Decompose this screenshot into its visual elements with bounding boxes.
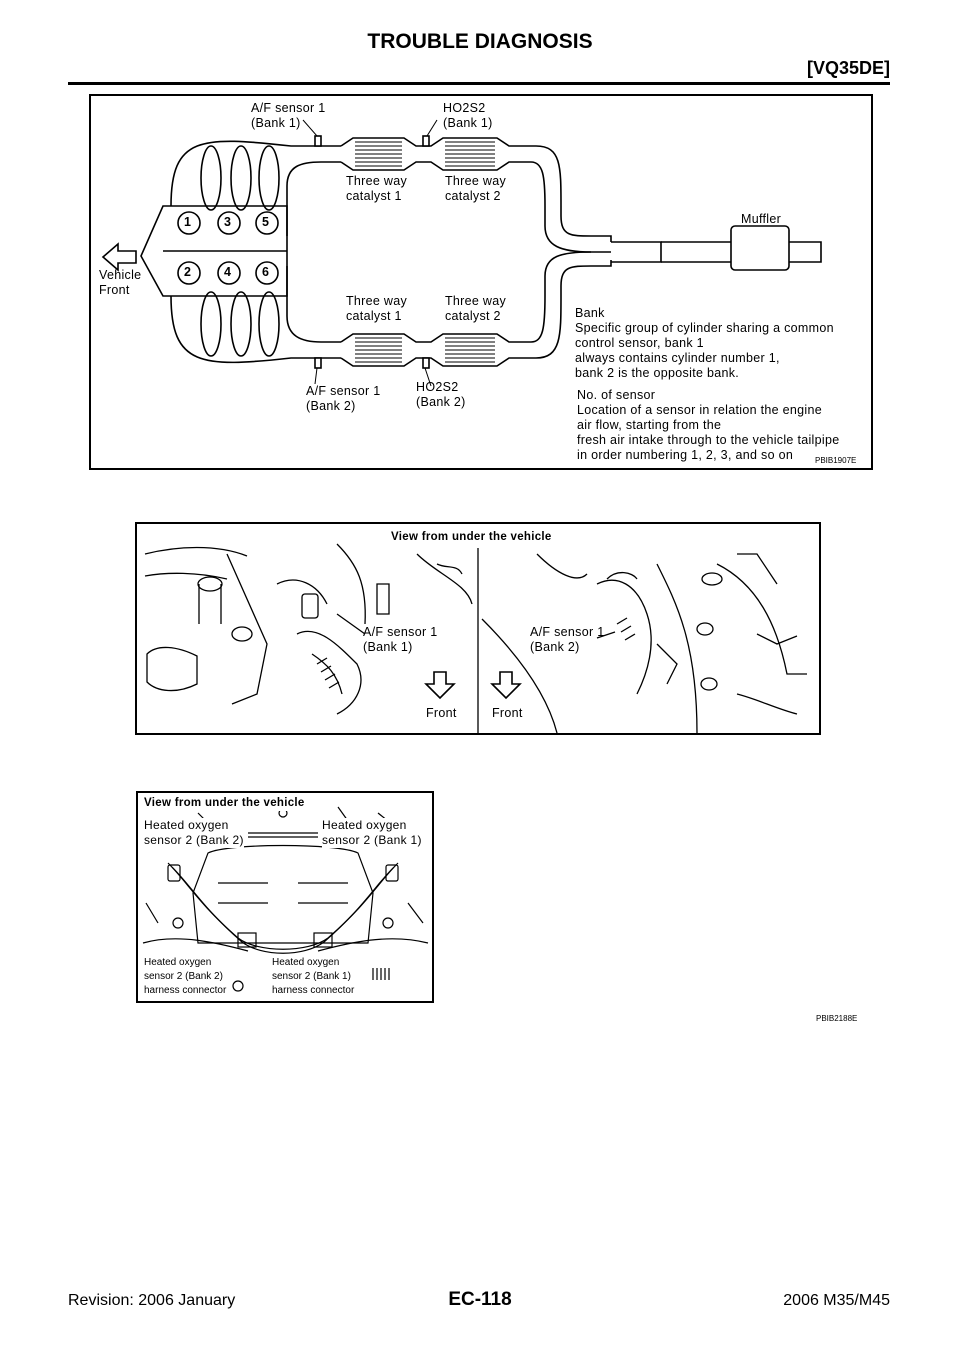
af-sensor-bank2-marker xyxy=(314,357,322,369)
ho2s2-bank2-connector-label: Heated oxygen sensor 2 (Bank 2) harness … xyxy=(144,956,227,998)
af-sensor-bank1-marker xyxy=(314,135,322,147)
front-arrow-right xyxy=(490,671,522,700)
header-rule xyxy=(68,82,890,85)
engine-code: [VQ35DE] xyxy=(806,58,890,78)
vehicle-front-arrow xyxy=(101,242,137,272)
ho2s2-bank1-label: Heated oxygen sensor 2 (Bank 1) xyxy=(322,818,422,848)
ho2s2-bank2-marker xyxy=(422,357,430,369)
page-title: TROUBLE DIAGNOSIS xyxy=(367,30,593,53)
ho2s2-bank2-label: HO2S2 (Bank 2) xyxy=(416,380,466,409)
figure-code: PBIB2188E xyxy=(816,1014,858,1023)
exhaust-schematic-drawing xyxy=(101,119,822,387)
ho2s2-bank1-marker xyxy=(422,135,430,147)
three-way-catalyst2-bottom-label: Three way catalyst 2 xyxy=(445,294,507,323)
exhaust-schematic-figure: 1 3 5 2 4 6 A/F sensor 1 (Bank 1) HO2S2 … xyxy=(89,94,873,470)
af-sensor-bank2-label: A/F sensor 1 (Bank 2) xyxy=(306,384,381,413)
cylinder-number: 3 xyxy=(224,215,232,229)
af-sensor-location-drawing xyxy=(144,543,807,733)
page-number: EC-118 xyxy=(448,1289,512,1310)
cylinder-number: 5 xyxy=(262,215,270,229)
revision-date: Revision: 2006 January xyxy=(68,1292,236,1309)
front-label-right: Front xyxy=(492,706,523,720)
model-name: 2006 M35/M45 xyxy=(783,1292,890,1309)
sensor-numbering-note: No. of sensor Location of a sensor in re… xyxy=(577,388,840,462)
cylinder-number: 2 xyxy=(184,265,192,279)
muffler-label: Muffler xyxy=(741,212,782,226)
bank-definition-note: Bank Specific group of cylinder sharing … xyxy=(575,306,834,380)
ho2s2-bank1-connector-label: Heated oxygen sensor 2 (Bank 1) harness … xyxy=(272,956,355,998)
figure-code: PBIB1907E xyxy=(815,456,857,465)
muffler-box xyxy=(730,225,790,271)
front-arrow-left xyxy=(424,671,456,700)
ho2s2-location-figure: View from under the vehicle Heated oxyge… xyxy=(136,791,434,1003)
cylinder-number: 6 xyxy=(262,265,270,279)
af-sensor-bank1-label: A/F sensor 1 (Bank 1) xyxy=(363,625,438,654)
af-sensor-bank1-label: A/F sensor 1 (Bank 1) xyxy=(251,101,326,130)
vehicle-front-label: Vehicle Front xyxy=(99,268,142,297)
three-way-catalyst1-bottom-label: Three way catalyst 1 xyxy=(346,294,408,323)
three-way-catalyst2-top-label: Three way catalyst 2 xyxy=(445,174,507,203)
three-way-catalyst1-top-label: Three way catalyst 1 xyxy=(346,174,408,203)
view-title: View from under the vehicle xyxy=(391,531,552,543)
cylinder-number: 1 xyxy=(184,215,192,229)
ho2s2-bank1-label: HO2S2 (Bank 1) xyxy=(443,101,493,130)
view-title: View from under the vehicle xyxy=(144,796,305,811)
engine-block xyxy=(140,205,288,297)
ho2s2-bank2-label: Heated oxygen sensor 2 (Bank 2) xyxy=(144,818,244,848)
af-sensor-location-figure: View from under the vehicle A/F sensor 1… xyxy=(135,522,821,735)
cylinder-number: 4 xyxy=(224,265,232,279)
af-sensor-bank2-label: A/F sensor 1 (Bank 2) xyxy=(530,625,605,654)
front-label-left: Front xyxy=(426,706,457,720)
